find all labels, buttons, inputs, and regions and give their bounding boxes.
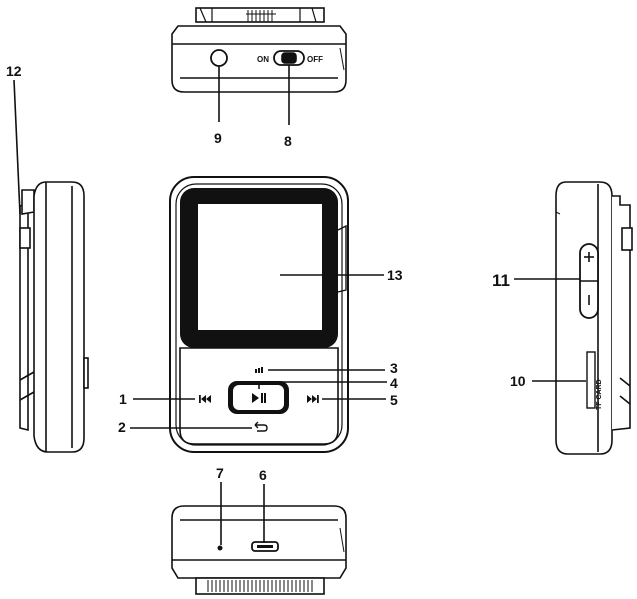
callout-13: 13 <box>387 267 403 283</box>
switch-off-label: OFF <box>307 55 323 64</box>
reset-hole <box>217 545 223 551</box>
tf-card-slot <box>586 351 596 409</box>
callout-9: 9 <box>214 130 222 146</box>
play-pause-icon <box>252 393 266 403</box>
callout-2: 2 <box>118 419 126 435</box>
right-side-view <box>555 181 633 455</box>
back-arrow-icon <box>254 421 268 432</box>
left-side-view <box>19 181 89 453</box>
switch-on-label: ON <box>257 55 269 64</box>
callout-10: 10 <box>510 373 526 389</box>
callout-5: 5 <box>390 392 398 408</box>
headphone-jack-icon <box>210 49 228 67</box>
callout-12: 12 <box>6 63 22 79</box>
bottom-view <box>171 505 347 595</box>
skip-next-icon <box>307 395 319 403</box>
callout-7: 7 <box>216 465 224 481</box>
skip-previous-icon <box>199 395 211 403</box>
screen <box>198 204 322 330</box>
tf-card-label: TF CARD <box>596 379 603 410</box>
top-view <box>171 7 347 93</box>
callout-11: 11 <box>492 271 510 290</box>
callout-1: 1 <box>119 391 127 407</box>
callout-8: 8 <box>284 133 292 149</box>
callout-3: 3 <box>390 360 398 376</box>
menu-icon <box>255 367 263 373</box>
front-view <box>169 176 349 453</box>
callout-4: 4 <box>390 375 398 391</box>
callout-6: 6 <box>259 467 267 483</box>
